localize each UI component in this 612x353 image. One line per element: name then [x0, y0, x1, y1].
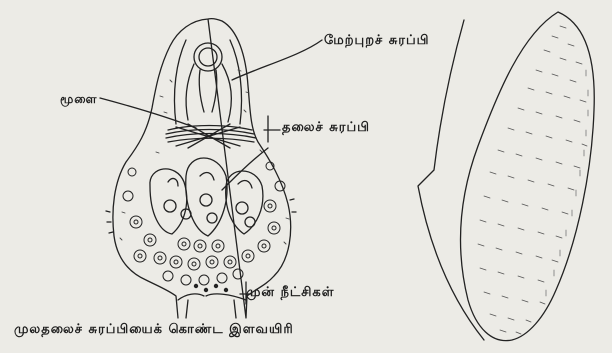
- label-cephalic-gland: தலைச் சுரப்பி: [282, 120, 370, 136]
- label-brain: மூளை: [60, 92, 97, 108]
- figure-caption: முலதலைச் சுரப்பியைக் கொண்ட இளவயிரி: [14, 322, 294, 338]
- cephalic-gland-band: [166, 124, 256, 148]
- label-anterior-spines: முன் நீட்சிகள்: [246, 285, 334, 301]
- pointer-head-gland: [264, 116, 280, 142]
- label-epidermal-gland: மேற்புறச் சுரப்பி: [324, 33, 430, 49]
- apical-organ: [194, 43, 222, 71]
- divider-line: [418, 20, 484, 340]
- oval-organism-outline: [461, 12, 595, 341]
- pointer-epidermal: [232, 40, 322, 80]
